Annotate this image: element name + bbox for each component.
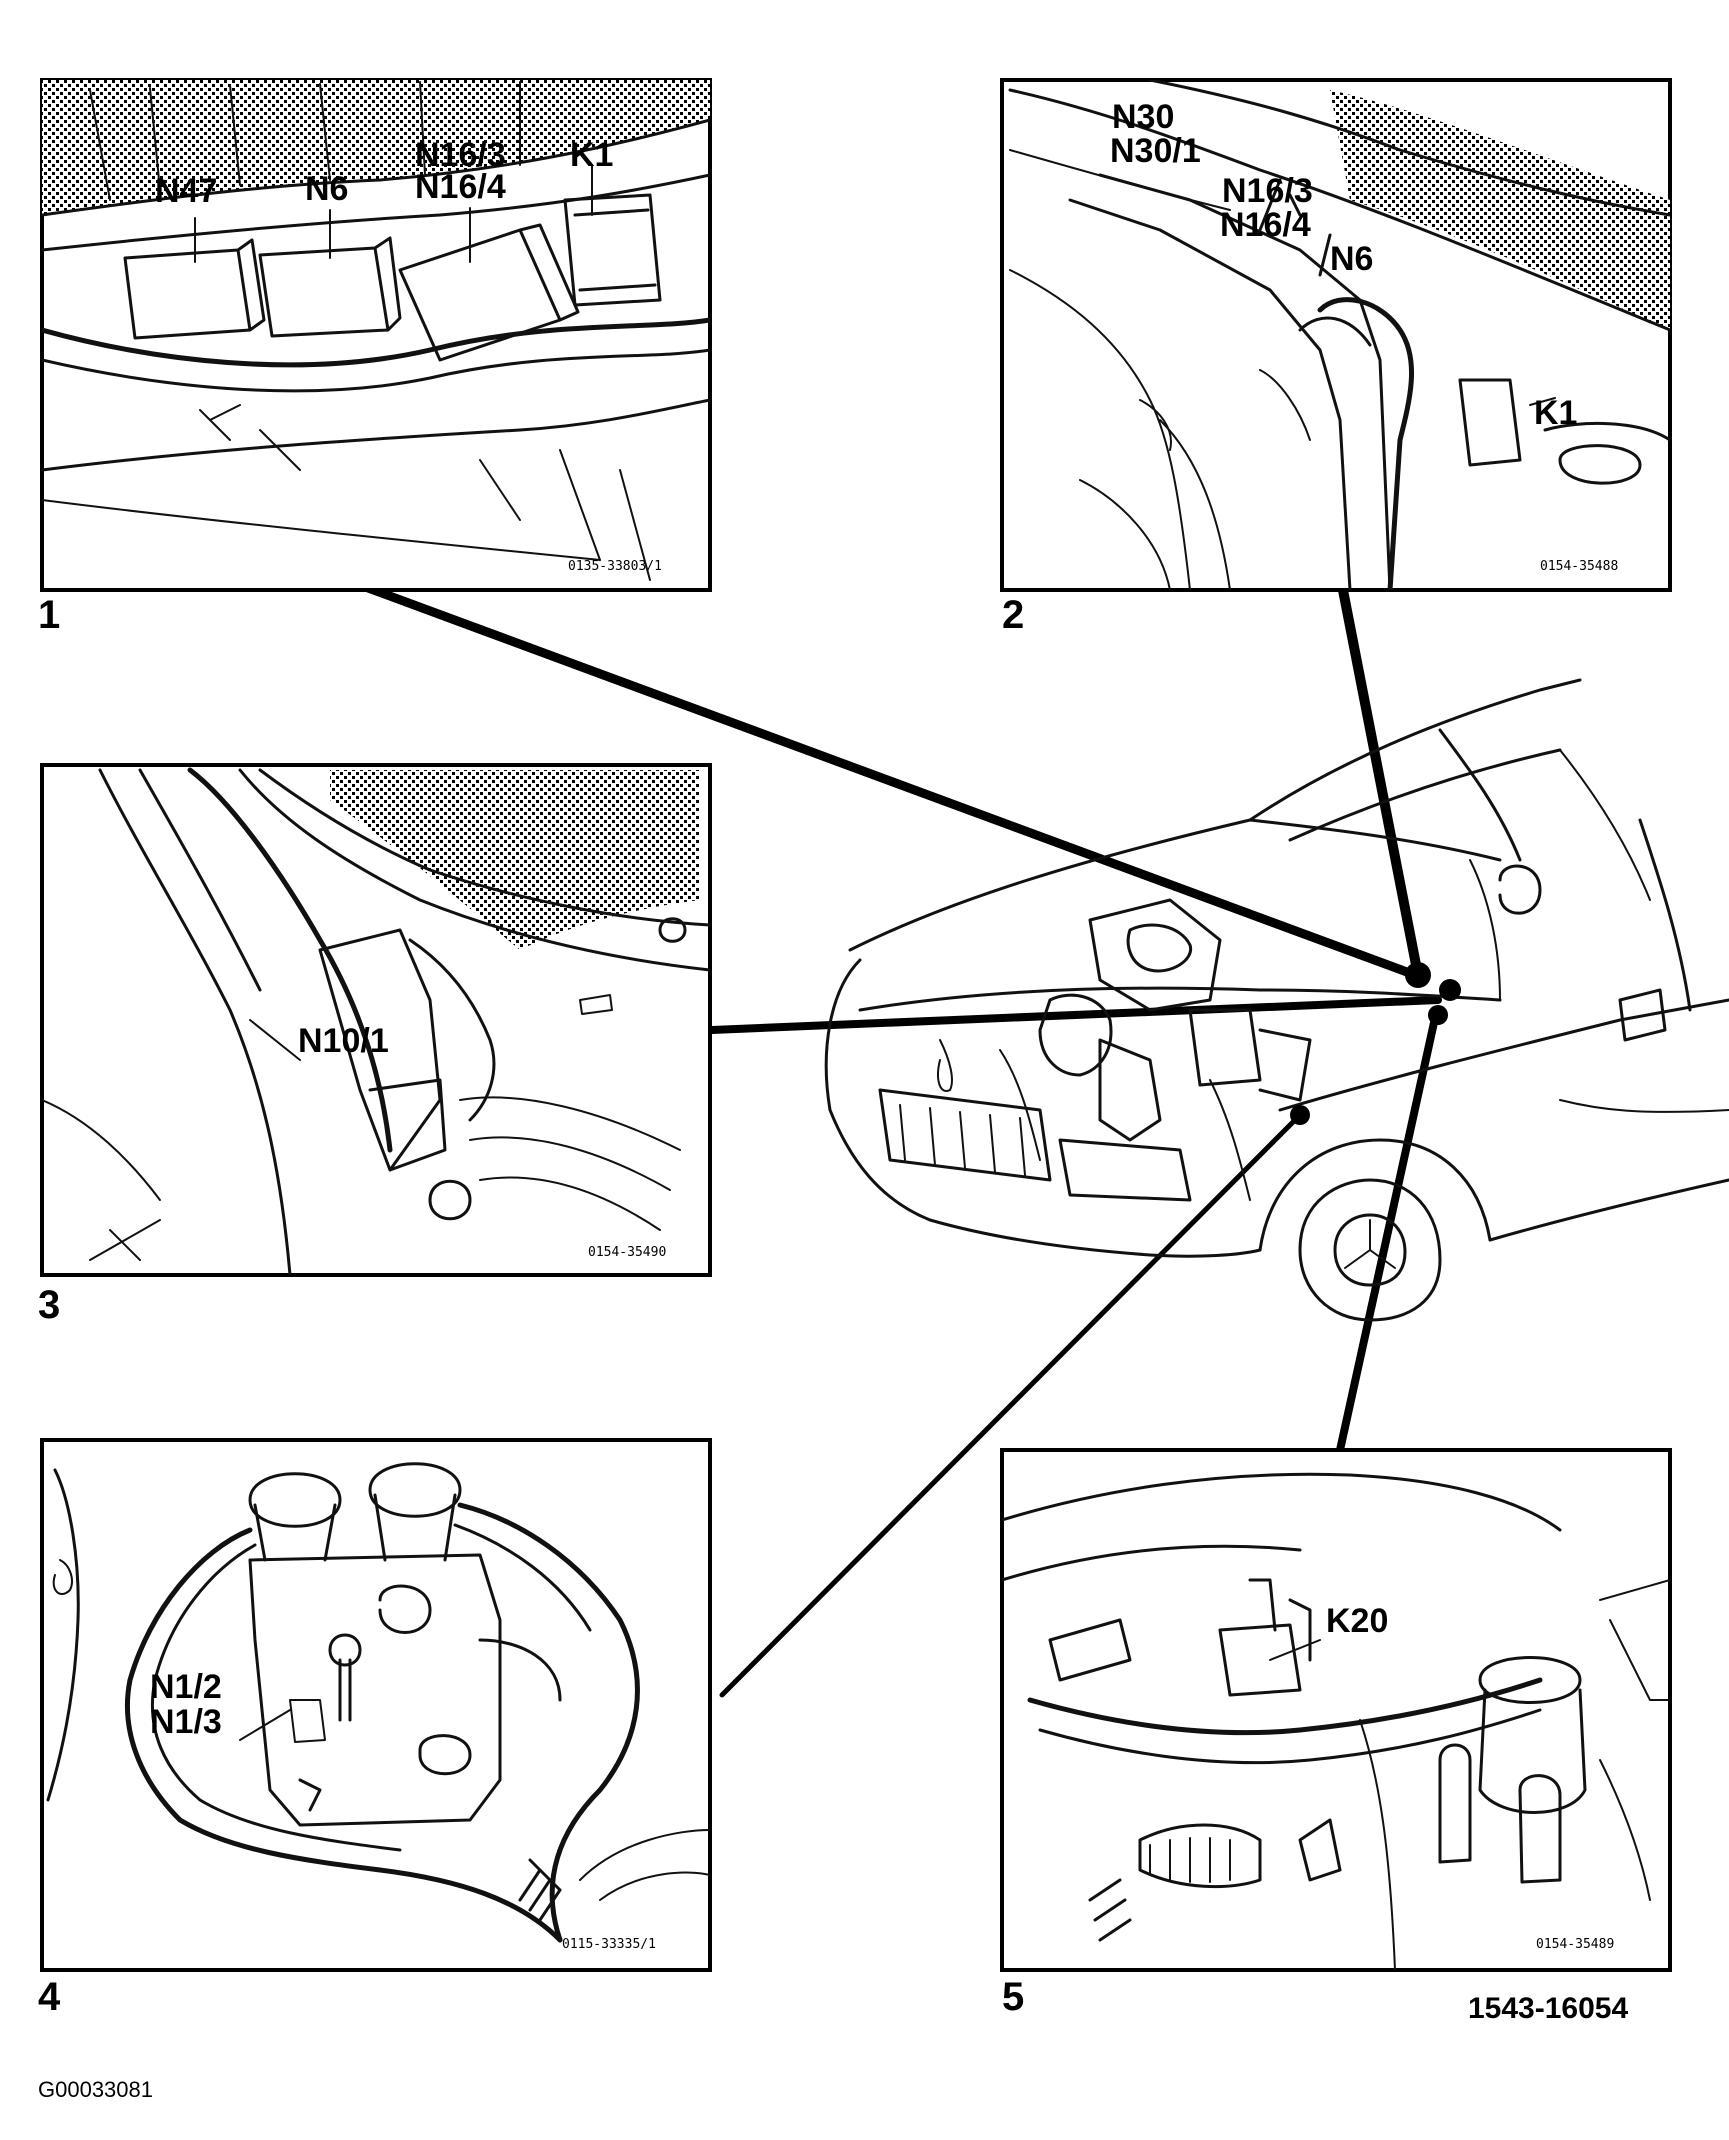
location-dot-5 bbox=[1428, 1005, 1448, 1025]
panel-4-label-n1-2: N1/2 bbox=[150, 1668, 222, 1706]
panel-4-label-n1-3: N1/3 bbox=[150, 1703, 222, 1741]
panel-2-label-k1: K1 bbox=[1534, 394, 1577, 432]
panel-2: N30 N30/1 N16/3 N16/4 N6 K1 0154-35488 2 bbox=[1000, 78, 1672, 637]
location-dot-4 bbox=[1290, 1105, 1310, 1125]
panel-1-label-n6: N6 bbox=[305, 170, 348, 208]
panel-5-ref: 0154-35489 bbox=[1536, 1937, 1614, 1952]
panel-1-label-n47: N47 bbox=[155, 172, 217, 210]
panel-1-label-n16-3: N16/3 bbox=[415, 136, 506, 174]
panel-2-label-n30-1: N30/1 bbox=[1110, 132, 1201, 170]
panel-1: N47 N6 N16/3 N16/4 K1 0135-33803/1 1 bbox=[38, 78, 712, 637]
connector-panel-3 bbox=[708, 996, 1442, 1034]
panel-3-label-n10-1: N10/1 bbox=[298, 1022, 389, 1060]
panel-3: N10/1 0154-35490 3 bbox=[38, 763, 712, 1327]
panel-5: K20 0154-35489 5 bbox=[1000, 1448, 1672, 2019]
panel-4: N1/2 N1/3 0115-33335/1 4 bbox=[38, 1438, 712, 2019]
panel-2-label-n16-4: N16/4 bbox=[1220, 206, 1311, 244]
panel-5-label-k20: K20 bbox=[1326, 1602, 1388, 1640]
connector-panel-1 bbox=[355, 580, 1420, 980]
connector-lines bbox=[355, 580, 1442, 1698]
panel-1-illustration bbox=[42, 80, 710, 581]
panel-2-number: 2 bbox=[1002, 593, 1024, 637]
connector-panel-5 bbox=[1336, 1014, 1439, 1454]
panel-1-ref: 0135-33803/1 bbox=[568, 559, 662, 574]
panel-4-ref: 0115-33335/1 bbox=[562, 1937, 656, 1952]
panel-2-label-n16-3: N16/3 bbox=[1222, 172, 1313, 210]
panel-2-label-n6: N6 bbox=[1330, 240, 1373, 278]
panel-3-number: 3 bbox=[38, 1283, 60, 1327]
connector-panel-4 bbox=[719, 1112, 1303, 1698]
panel-3-ref: 0154-35490 bbox=[588, 1245, 666, 1260]
panel-2-label-n30: N30 bbox=[1112, 98, 1174, 136]
panel-5-illustration bbox=[1002, 1472, 1670, 1970]
location-dot-1-2 bbox=[1405, 962, 1431, 988]
panel-2-illustration bbox=[1008, 80, 1670, 590]
panel-5-number: 5 bbox=[1002, 1975, 1024, 2019]
panel-4-number: 4 bbox=[38, 1975, 61, 2019]
panel-1-label-k1: K1 bbox=[570, 136, 613, 174]
image-id: G00033081 bbox=[38, 2077, 153, 2102]
panel-2-ref: 0154-35488 bbox=[1540, 559, 1618, 574]
car-illustration bbox=[824, 678, 1729, 1322]
panel-3-illustration bbox=[42, 767, 710, 1275]
panel-1-label-n16-4: N16/4 bbox=[415, 168, 506, 206]
connector-panel-2 bbox=[1337, 580, 1423, 980]
panel-4-illustration bbox=[46, 1462, 710, 1943]
figure-ref: 1543-16054 bbox=[1468, 1992, 1628, 2025]
panel-1-number: 1 bbox=[38, 593, 60, 637]
location-dot-3 bbox=[1439, 979, 1461, 1001]
